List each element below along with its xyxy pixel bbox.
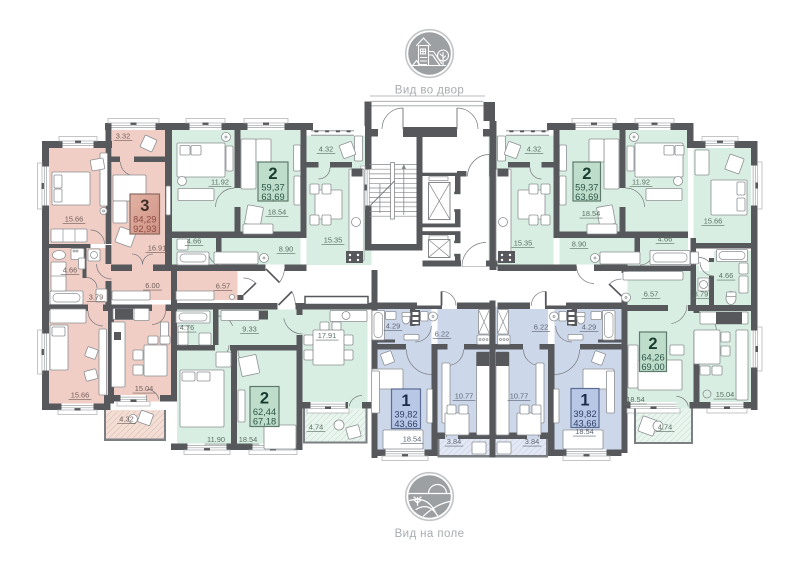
svg-text:16.91: 16.91: [148, 244, 167, 253]
svg-text:15.35: 15.35: [324, 236, 343, 245]
svg-text:63,69: 63,69: [575, 192, 598, 202]
svg-text:18.54: 18.54: [575, 427, 594, 436]
svg-text:43,66: 43,66: [573, 419, 596, 429]
svg-text:4.76: 4.76: [180, 323, 194, 332]
svg-text:59,37: 59,37: [261, 183, 284, 193]
svg-text:4.29: 4.29: [386, 322, 400, 331]
svg-text:2: 2: [260, 390, 269, 408]
svg-text:4.74: 4.74: [309, 423, 323, 432]
svg-text:62,44: 62,44: [253, 407, 276, 417]
svg-text:18.54: 18.54: [582, 209, 601, 218]
svg-text:Вид на поле: Вид на поле: [395, 528, 465, 540]
svg-text:39,82: 39,82: [394, 410, 417, 420]
svg-text:9.33: 9.33: [242, 325, 256, 334]
svg-text:92,93: 92,93: [133, 224, 156, 234]
svg-text:4.66: 4.66: [719, 271, 733, 280]
svg-text:2: 2: [582, 165, 591, 183]
svg-text:3: 3: [140, 197, 149, 215]
svg-text:4.32: 4.32: [527, 145, 541, 154]
svg-text:64,26: 64,26: [641, 353, 664, 363]
svg-text:69,00: 69,00: [641, 362, 664, 372]
svg-text:18.54: 18.54: [239, 435, 258, 444]
svg-text:8.90: 8.90: [279, 245, 293, 254]
svg-text:10.77: 10.77: [455, 392, 474, 401]
svg-text:2: 2: [648, 335, 657, 353]
svg-text:15.04: 15.04: [716, 390, 735, 399]
svg-text:10.77: 10.77: [510, 392, 529, 401]
svg-text:84,29: 84,29: [133, 215, 156, 225]
svg-text:1: 1: [401, 392, 410, 410]
svg-text:6.57: 6.57: [644, 290, 658, 299]
svg-text:59,37: 59,37: [575, 183, 598, 193]
svg-text:15.66: 15.66: [704, 217, 723, 226]
svg-text:4.74: 4.74: [658, 423, 672, 432]
svg-text:15.04: 15.04: [135, 384, 154, 393]
svg-text:11.92: 11.92: [632, 178, 650, 187]
svg-text:8.90: 8.90: [572, 240, 586, 249]
svg-text:3.84: 3.84: [447, 437, 461, 446]
svg-text:3.84: 3.84: [525, 437, 539, 446]
svg-text:4.66: 4.66: [658, 235, 672, 244]
svg-text:4.29: 4.29: [582, 323, 596, 332]
svg-text:4.66: 4.66: [187, 237, 201, 246]
svg-text:63,69: 63,69: [261, 192, 284, 202]
svg-text:1: 1: [580, 392, 589, 410]
svg-text:6.57: 6.57: [216, 282, 230, 291]
svg-text:3.79: 3.79: [89, 293, 103, 302]
svg-text:11.92: 11.92: [211, 178, 229, 187]
svg-text:18.54: 18.54: [403, 435, 422, 444]
svg-text:18.54: 18.54: [268, 208, 287, 217]
svg-text:4.32: 4.32: [319, 145, 333, 154]
svg-text:6.22: 6.22: [534, 323, 548, 332]
svg-text:3.79: 3.79: [694, 290, 708, 299]
svg-text:3.32: 3.32: [116, 132, 130, 141]
svg-text:15.66: 15.66: [71, 391, 90, 400]
svg-text:43,66: 43,66: [394, 419, 417, 429]
svg-text:39,82: 39,82: [573, 409, 596, 419]
svg-text:67,18: 67,18: [253, 417, 276, 427]
svg-text:15.66: 15.66: [65, 215, 84, 224]
svg-text:4.66: 4.66: [63, 266, 77, 275]
svg-text:18.54: 18.54: [626, 395, 645, 404]
svg-text:6.00: 6.00: [145, 281, 159, 290]
svg-text:15.35: 15.35: [514, 239, 533, 248]
svg-text:17.91: 17.91: [318, 331, 337, 340]
svg-text:Вид во двор: Вид во двор: [395, 85, 464, 97]
svg-text:2: 2: [268, 165, 277, 183]
svg-text:11.90: 11.90: [207, 435, 225, 444]
svg-text:6.22: 6.22: [435, 330, 449, 339]
svg-text:4.32: 4.32: [119, 415, 133, 424]
